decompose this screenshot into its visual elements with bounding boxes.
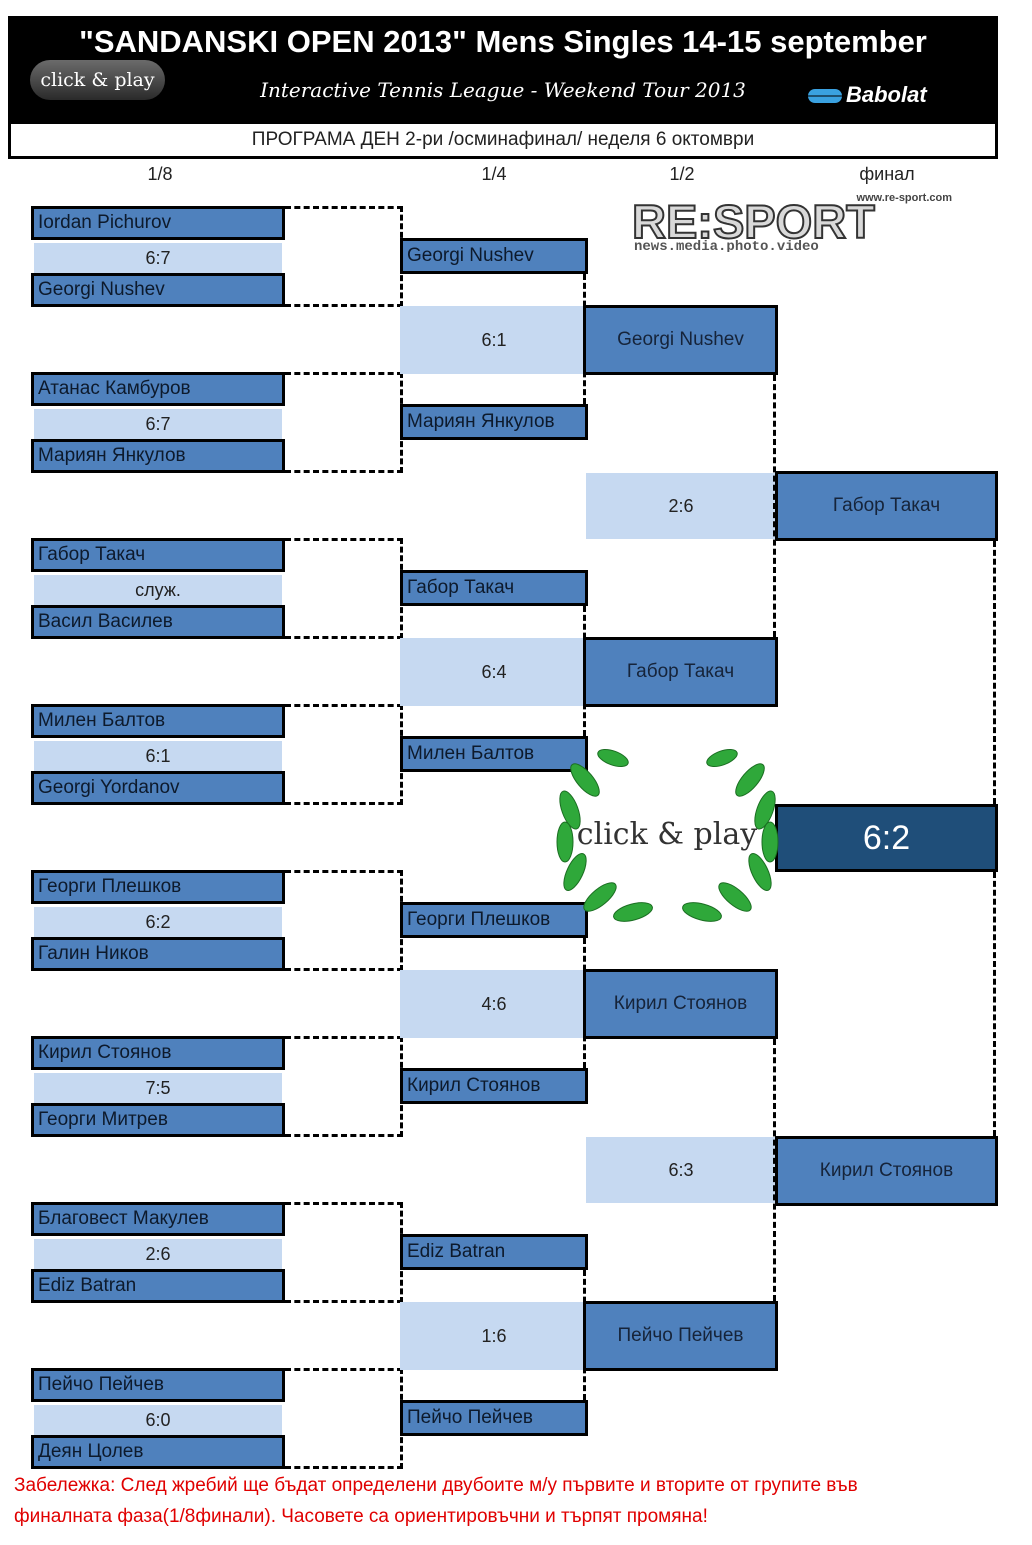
round-label-r16: 1/8	[147, 164, 173, 184]
r16-score: 7:5	[34, 1073, 282, 1103]
r16-connector	[285, 1368, 403, 1469]
header-banner: "SANDANSKI OPEN 2013" Mens Singles 14-15…	[8, 16, 998, 121]
final-connector	[993, 541, 996, 804]
r16-player: Галин Ников	[31, 937, 285, 971]
r16-connector	[285, 538, 403, 639]
note-line-1: Забележка: След жребий ще бъдат определе…	[14, 1475, 858, 1496]
r16-player: Ediz Batran	[31, 1269, 285, 1303]
laurel-wreath-icon: click & play	[556, 748, 779, 922]
qf-score: 6:4	[400, 638, 588, 706]
r16-connector	[285, 1036, 403, 1137]
sf-connector	[773, 1039, 776, 1301]
r16-player: Георги Плешков	[31, 870, 285, 904]
qf-player: Ediz Batran	[400, 1234, 588, 1270]
round-label-sf: 1/2	[669, 164, 695, 184]
sf-connector	[773, 375, 776, 637]
final-player: Кирил Стоянов	[775, 1136, 998, 1206]
sf-player: Пейчо Пейчев	[583, 1301, 778, 1371]
r16-player: Георги Митрев	[31, 1103, 285, 1137]
click-and-play-logo-text: click & play	[40, 69, 155, 91]
round-label-qf: 1/4	[481, 164, 507, 184]
final-score: 6:2	[775, 804, 998, 872]
page-title: "SANDANSKI OPEN 2013" Mens Singles 14-15…	[79, 24, 927, 59]
sf-player: Габор Такач	[583, 637, 778, 707]
qf-score: 6:1	[400, 306, 588, 374]
resport-logo-graphic: www.re-sport.com RE:SPORT news.media.pho…	[631, 192, 952, 255]
r16-player: Васил Василев	[31, 605, 285, 639]
r16-connector	[285, 372, 403, 473]
qf-score: 1:6	[400, 1302, 588, 1370]
resport-url: www.re-sport.com	[855, 192, 952, 204]
r16-player: Мариян Янкулов	[31, 439, 285, 473]
sf-score: 2:6	[586, 473, 776, 539]
qf-score: 4:6	[400, 970, 588, 1038]
r16-connector	[285, 1202, 403, 1303]
r16-player: Атанас Камбуров	[31, 372, 285, 406]
click-and-play-logo: click & play	[30, 60, 165, 100]
babolat-logo-text: Babolat	[846, 82, 927, 107]
laurel-wreath-logo: click & play	[545, 740, 790, 930]
babolat-stripe-icon	[808, 89, 842, 104]
sf-player: Georgi Nushev	[583, 305, 778, 375]
r16-score: 6:1	[34, 741, 282, 771]
r16-score: 6:7	[34, 409, 282, 439]
r16-connector	[285, 206, 403, 307]
resport-tagline: news.media.photo.video	[634, 239, 819, 252]
qf-player: Пейчо Пейчев	[400, 1400, 588, 1436]
r16-player: Милен Балтов	[31, 704, 285, 738]
r16-player: Габор Такач	[31, 538, 285, 572]
r16-score: 6:7	[34, 243, 282, 273]
sf-player: Кирил Стоянов	[583, 969, 778, 1039]
r16-score: 2:6	[34, 1239, 282, 1269]
program-line: ПРОГРАМА ДЕН 2-ри /осминафинал/ неделя 6…	[8, 121, 998, 159]
resport-logo: www.re-sport.com RE:SPORT news.media.pho…	[630, 190, 960, 255]
r16-score: 6:2	[34, 907, 282, 937]
qf-player: Georgi Nushev	[400, 238, 588, 274]
qf-player: Габор Такач	[400, 570, 588, 606]
qf-player: Георги Плешков	[400, 902, 588, 938]
round-label-final: финал	[859, 164, 915, 184]
r16-player: Georgi Yordanov	[31, 771, 285, 805]
r16-player: Кирил Стоянов	[31, 1036, 285, 1070]
r16-score: 6:0	[34, 1405, 282, 1435]
final-player: Габор Такач	[775, 471, 998, 541]
wreath-logo-text: click & play	[577, 817, 757, 852]
r16-player: Georgi Nushev	[31, 273, 285, 307]
qf-player: Кирил Стоянов	[400, 1068, 588, 1104]
r16-player: Благовест Макулев	[31, 1202, 285, 1236]
r16-connector	[285, 704, 403, 805]
qf-player: Мариян Янкулов	[400, 404, 588, 440]
note-line-2: финалната фаза(1/8финали). Часовете са о…	[14, 1506, 708, 1527]
r16-connector	[285, 870, 403, 971]
r16-score: служ.	[34, 575, 282, 605]
final-connector	[993, 872, 996, 1136]
sf-score: 6:3	[586, 1137, 776, 1203]
qf-player: Милен Балтов	[400, 736, 588, 772]
r16-player: Пейчо Пейчев	[31, 1368, 285, 1402]
r16-player: Деян Цолев	[31, 1435, 285, 1469]
babolat-logo: Babolat	[808, 80, 964, 110]
r16-player: Iordan Pichurov	[31, 206, 285, 240]
page-subtitle: Interactive Tennis League - Weekend Tour…	[260, 78, 746, 102]
resport-name: RE:SPORT	[632, 195, 875, 248]
